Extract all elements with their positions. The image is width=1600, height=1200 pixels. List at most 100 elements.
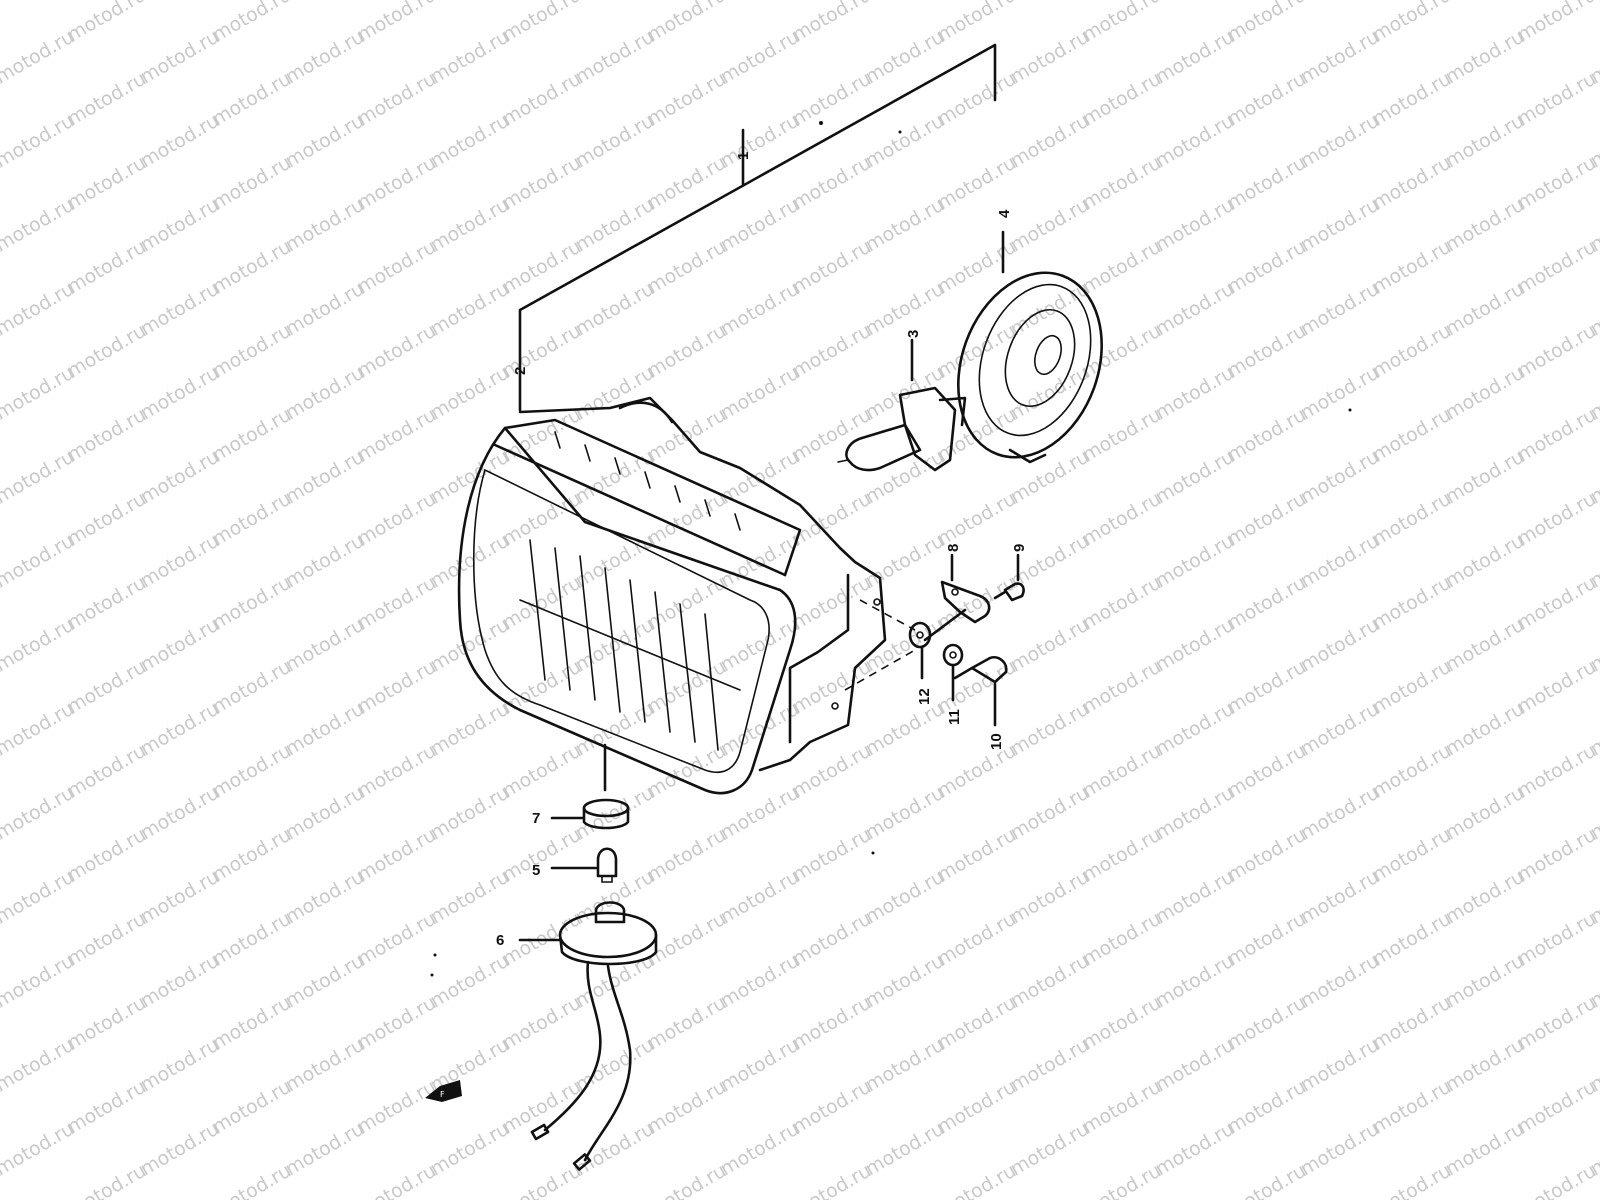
watermark-text: motod.ru [1079,68,1165,131]
watermark-text: motod.ru [1297,1118,1383,1181]
watermark-text: motod.ru [1152,26,1238,89]
callout-3: 3 [905,330,922,338]
callout-11: 11 [946,709,963,725]
watermark-text: motod.ru [427,362,513,425]
watermark-text: motod.ru [282,1118,368,1181]
watermark-text: motod.ru [717,278,803,341]
watermark-text: motod.ru [427,866,513,929]
watermark-text: motod.ru [1079,488,1165,551]
watermark-text: motod.ru [64,908,150,971]
watermark-text: motod.ru [1079,152,1165,215]
watermark-text: motod.ru [499,740,585,803]
watermark-text: motod.ru [789,68,875,131]
watermark-text: motod.ru [1007,614,1093,677]
watermark-text: motod.ru [862,866,948,929]
watermark-text: motod.ru [1514,152,1600,215]
watermark-text: motod.ru [1152,1118,1238,1181]
watermark-text: motod.ru [282,194,368,257]
group-bracket-lines [518,43,997,412]
watermark-text: motod.ru [499,572,585,635]
watermark-text: motod.ru [499,236,585,299]
watermark-text: motod.ru [644,1076,730,1139]
watermark-text: motod.ru [209,236,295,299]
watermark-text: motod.ru [1152,530,1238,593]
watermark-text: motod.ru [1442,446,1528,509]
watermark-text: motod.ru [1224,320,1310,383]
watermark-text: motod.ru [1297,362,1383,425]
watermark-text: motod.ru [209,320,295,383]
watermark-text: motod.ru [1369,992,1455,1055]
watermark-text: motod.ru [354,656,440,719]
watermark-text: motod.ru [862,614,948,677]
watermark-text: motod.ru [1152,194,1238,257]
callout-7: 7 [532,810,540,827]
watermark-text: motod.ru [0,614,78,677]
watermark-text: motod.ru [1079,656,1165,719]
headlight-assembly [457,396,887,795]
watermark-text: motod.ru [209,908,295,971]
watermark-text: motod.ru [1079,992,1165,1055]
watermark-text: motod.ru [644,0,730,46]
watermark-text: motod.ru [1369,1076,1455,1139]
watermark-text: motod.ru [0,278,78,341]
watermark-text: motod.ru [1152,110,1238,173]
watermark-text: motod.ru [354,572,440,635]
watermark-text: motod.ru [1007,950,1093,1013]
watermark-text: motod.ru [1297,866,1383,929]
watermark-text: motod.ru [862,194,948,257]
watermark-text: motod.ru [789,992,875,1055]
watermark-text: motod.ru [1514,740,1600,803]
watermark-text: motod.ru [934,824,1020,887]
watermark-text: motod.ru [64,572,150,635]
watermark-text: motod.ru [209,992,295,1055]
watermark-text: motod.ru [934,152,1020,215]
watermark-text: motod.ru [282,866,368,929]
watermark-text: motod.ru [499,152,585,215]
bulb [837,338,967,472]
watermark-text: motod.ru [1442,698,1528,761]
watermark-text: motod.ru [862,530,948,593]
watermark-text: motod.ru [572,26,658,89]
watermark-text: motod.ru [789,236,875,299]
watermark-text: motod.ru [427,530,513,593]
watermark-text: motod.ru [1297,278,1383,341]
bolt [953,656,1008,727]
watermark-text: motod.ru [64,740,150,803]
watermark-text: motod.ru [137,362,223,425]
watermark-text: motod.ru [64,656,150,719]
watermark-text: motod.ru [499,68,585,131]
watermark-text: motod.ru [0,194,78,257]
watermark-text: motod.ru [1369,68,1455,131]
watermark-text: motod.ru [1007,26,1093,89]
watermark-text: motod.ru [1079,404,1165,467]
watermark-text: motod.ru [862,110,948,173]
watermark-text: motod.ru [282,782,368,845]
watermark-text: motod.ru [1079,740,1165,803]
watermark-text: motod.ru [1297,194,1383,257]
watermark-text: motod.ru [1442,278,1528,341]
position-bulb [550,847,618,883]
watermark-text: motod.ru [572,1034,658,1097]
watermark-text: motod.ru [1152,278,1238,341]
callout-9: 9 [1011,544,1028,552]
watermark-text: motod.ru [572,110,658,173]
watermark-text: motod.ru [1514,656,1600,719]
grommet [550,798,630,830]
watermark-text: motod.ru [137,1118,223,1181]
watermark-text: motod.ru [1007,1034,1093,1097]
watermark-text: motod.ru [1007,1118,1093,1181]
watermark-text: motod.ru [0,530,78,593]
watermark-text: motod.ru [934,992,1020,1055]
watermark-text: motod.ru [1369,320,1455,383]
watermark-text: motod.ru [1079,824,1165,887]
watermark-text: motod.ru [282,26,368,89]
watermark-text: motod.ru [64,1076,150,1139]
watermark-text: motod.ru [282,278,368,341]
watermark-text: motod.ru [789,908,875,971]
watermark-text: motod.ru [137,950,223,1013]
watermark-text: motod.ru [934,740,1020,803]
watermark-text: motod.ru [717,866,803,929]
watermark-text: motod.ru [64,1160,150,1200]
watermark-text: motod.ru [64,824,150,887]
